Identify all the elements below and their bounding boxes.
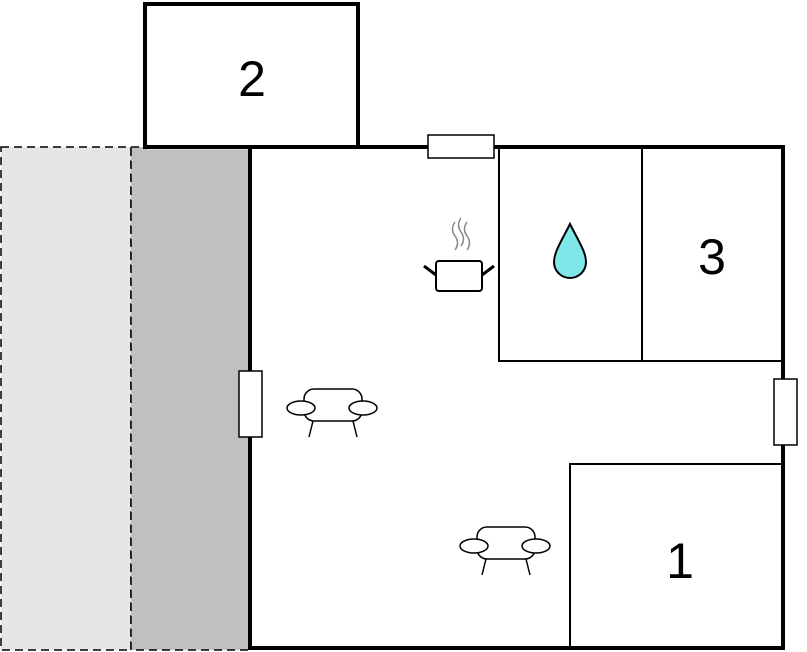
window-left	[238, 370, 263, 438]
window-right	[773, 378, 798, 446]
terrace-light-area	[0, 146, 132, 651]
armchair-icon	[459, 526, 551, 576]
room-1-label: 1	[666, 533, 694, 589]
room-1	[569, 463, 784, 649]
room-3-label: 3	[698, 229, 726, 285]
cooking-pot-icon	[423, 217, 495, 292]
terrace-dark-area	[130, 146, 251, 651]
room-2-label: 2	[238, 51, 266, 107]
room-3	[641, 146, 784, 362]
water-drop-icon	[552, 221, 588, 279]
armchair-icon	[286, 388, 378, 438]
room-2	[143, 2, 360, 149]
window-top	[427, 134, 495, 159]
